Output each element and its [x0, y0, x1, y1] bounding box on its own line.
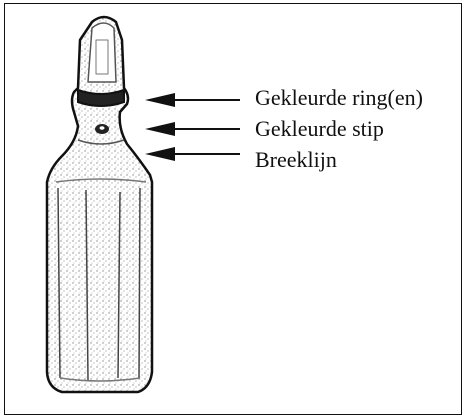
label-coloured-dot: Gekleurde stip: [255, 116, 384, 141]
coloured-dot: [95, 124, 109, 134]
arrow-ring: [145, 93, 240, 107]
glass-reflection: [55, 178, 147, 382]
label-break-line: Breeklijn: [255, 147, 337, 172]
arrow-break-line: [145, 147, 240, 161]
arrow-dot: [145, 122, 240, 136]
ampoule-body: [45, 15, 154, 394]
break-line: [77, 139, 125, 145]
label-coloured-rings: Gekleurde ring(en): [255, 85, 423, 110]
coloured-ring: [77, 88, 125, 107]
